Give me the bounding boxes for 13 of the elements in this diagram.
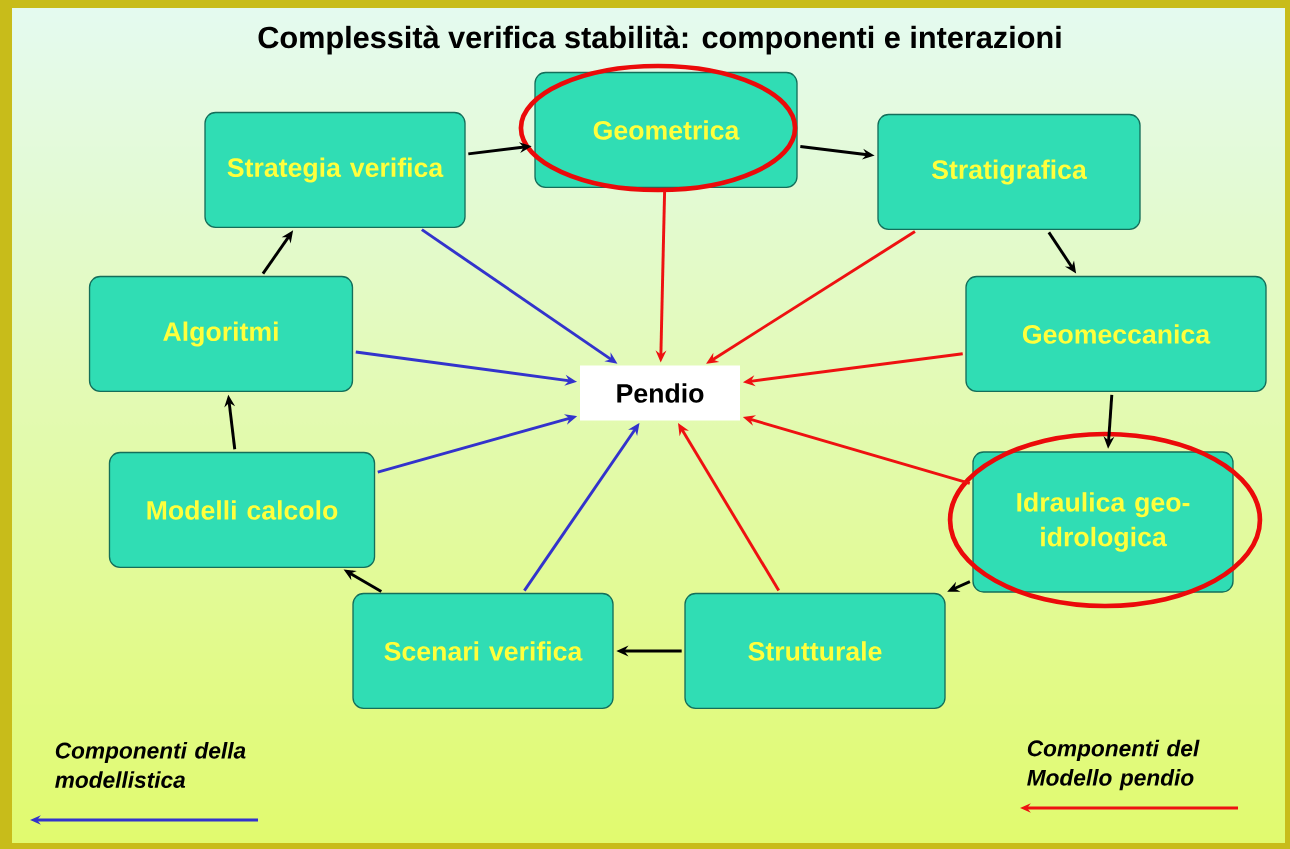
center-box: Pendio — [580, 365, 740, 421]
process-box: Geometrica — [534, 71, 798, 189]
legend-text: Componenti della modellistica — [55, 742, 246, 788]
title: Complessità verifica stabilità: componenti e interazioni — [258, 25, 1061, 55]
process-box: Strategia verifica — [204, 111, 466, 229]
process-box: Strutturale — [684, 592, 946, 710]
process-box: Idraulica geo-idrologica — [972, 451, 1234, 593]
process-box: Stratigrafica — [877, 113, 1141, 231]
legend-text: Componenti del Modello pendio — [1027, 739, 1200, 791]
process-box: Algoritmi — [88, 275, 354, 393]
process-box: Scenari verifica — [352, 592, 614, 710]
process-box: Modelli calcolo — [108, 451, 376, 569]
process-box: Geomeccanica — [965, 275, 1267, 393]
